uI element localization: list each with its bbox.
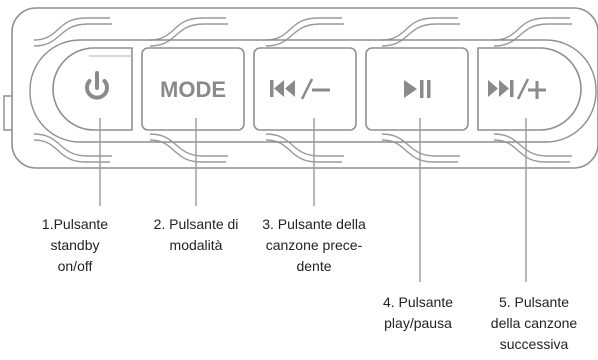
leader-lines xyxy=(99,118,527,282)
callout-play-pause: 4. Pulsante play/pausa xyxy=(356,292,480,334)
previous-minus-button[interactable] xyxy=(253,47,357,131)
next-plus-button[interactable] xyxy=(477,47,582,131)
standby-button[interactable] xyxy=(52,47,133,131)
callout-standby-line: 1.Pulsante xyxy=(41,216,109,232)
callout-play-pause-line: play/pausa xyxy=(384,315,452,331)
button-track xyxy=(29,39,597,143)
callout-next-line: 5. Pulsante xyxy=(498,294,570,310)
decorative-ridges xyxy=(33,17,572,163)
callout-previous: 3. Pulsante della canzone prece- dente xyxy=(238,214,390,277)
callout-next: 5. Pulsante della canzone successiva xyxy=(476,292,592,355)
next-track-plus-icon xyxy=(488,78,546,100)
callout-previous-line: 3. Pulsante della xyxy=(262,216,366,232)
mode-button-label: MODE xyxy=(160,77,226,102)
previous-track-minus-icon xyxy=(270,78,330,100)
panel-side-tab xyxy=(3,95,12,131)
callout-mode-line: 2. Pulsante di xyxy=(153,216,239,232)
callout-mode: 2. Pulsante di modalità xyxy=(124,214,268,256)
play-pause-icon xyxy=(404,80,431,98)
power-icon xyxy=(85,71,109,100)
callout-next-line: successiva xyxy=(499,336,569,352)
mode-button[interactable]: MODE xyxy=(141,47,245,131)
callout-play-pause-line: 4. Pulsante xyxy=(382,294,454,310)
callout-standby-line: on/off xyxy=(57,258,93,274)
callout-previous-line: canzone prece- xyxy=(265,237,363,253)
callout-standby-line: standby xyxy=(50,237,100,253)
callout-next-line: della canzone xyxy=(490,315,578,331)
play-pause-button[interactable] xyxy=(365,47,469,131)
callout-mode-line: modalità xyxy=(169,237,223,253)
callout-previous-line: dente xyxy=(296,258,332,274)
callout-standby: 1.Pulsante standby on/off xyxy=(20,214,130,277)
